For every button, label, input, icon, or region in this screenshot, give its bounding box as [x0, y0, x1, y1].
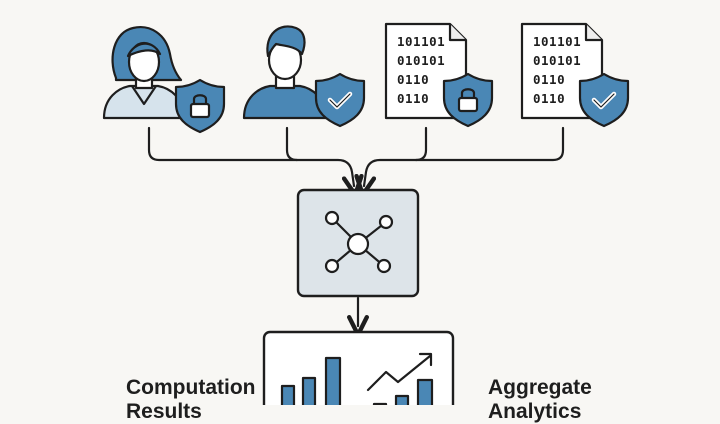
lock-shield-icon [174, 78, 226, 134]
network-nodes-icon [324, 210, 394, 274]
connector-line [354, 126, 565, 197]
binary-line: 0110 [533, 91, 565, 106]
check-shield-icon [578, 72, 630, 128]
binary-line: 0110 [533, 72, 565, 87]
label-line: Aggregate [488, 376, 592, 399]
lock-shield-icon [442, 72, 494, 128]
connector-line [147, 126, 364, 197]
label-line: Computation [126, 376, 256, 399]
user-female-icon [102, 26, 186, 120]
connector-line [285, 126, 299, 162]
label-line: Results [126, 400, 202, 423]
diagram-canvas: 101101 010101 0110 0110 101101 010101 01… [102, 22, 630, 405]
aggregate-analytics-label: Aggregate Analytics [488, 376, 592, 424]
label-line: Analytics [488, 400, 582, 423]
computation-results-label: Computation Results [126, 376, 255, 424]
user-male-icon [242, 25, 328, 120]
binary-line: 0110 [397, 72, 429, 87]
bar-chart-trend-icon [280, 352, 434, 405]
connector-line [414, 126, 428, 162]
binary-line: 010101 [533, 53, 581, 68]
binary-line: 101101 [533, 34, 581, 49]
binary-line: 101101 [397, 34, 445, 49]
connector-lines [147, 126, 565, 197]
binary-line: 010101 [397, 53, 445, 68]
binary-line: 0110 [397, 91, 429, 106]
check-shield-icon [314, 72, 366, 128]
